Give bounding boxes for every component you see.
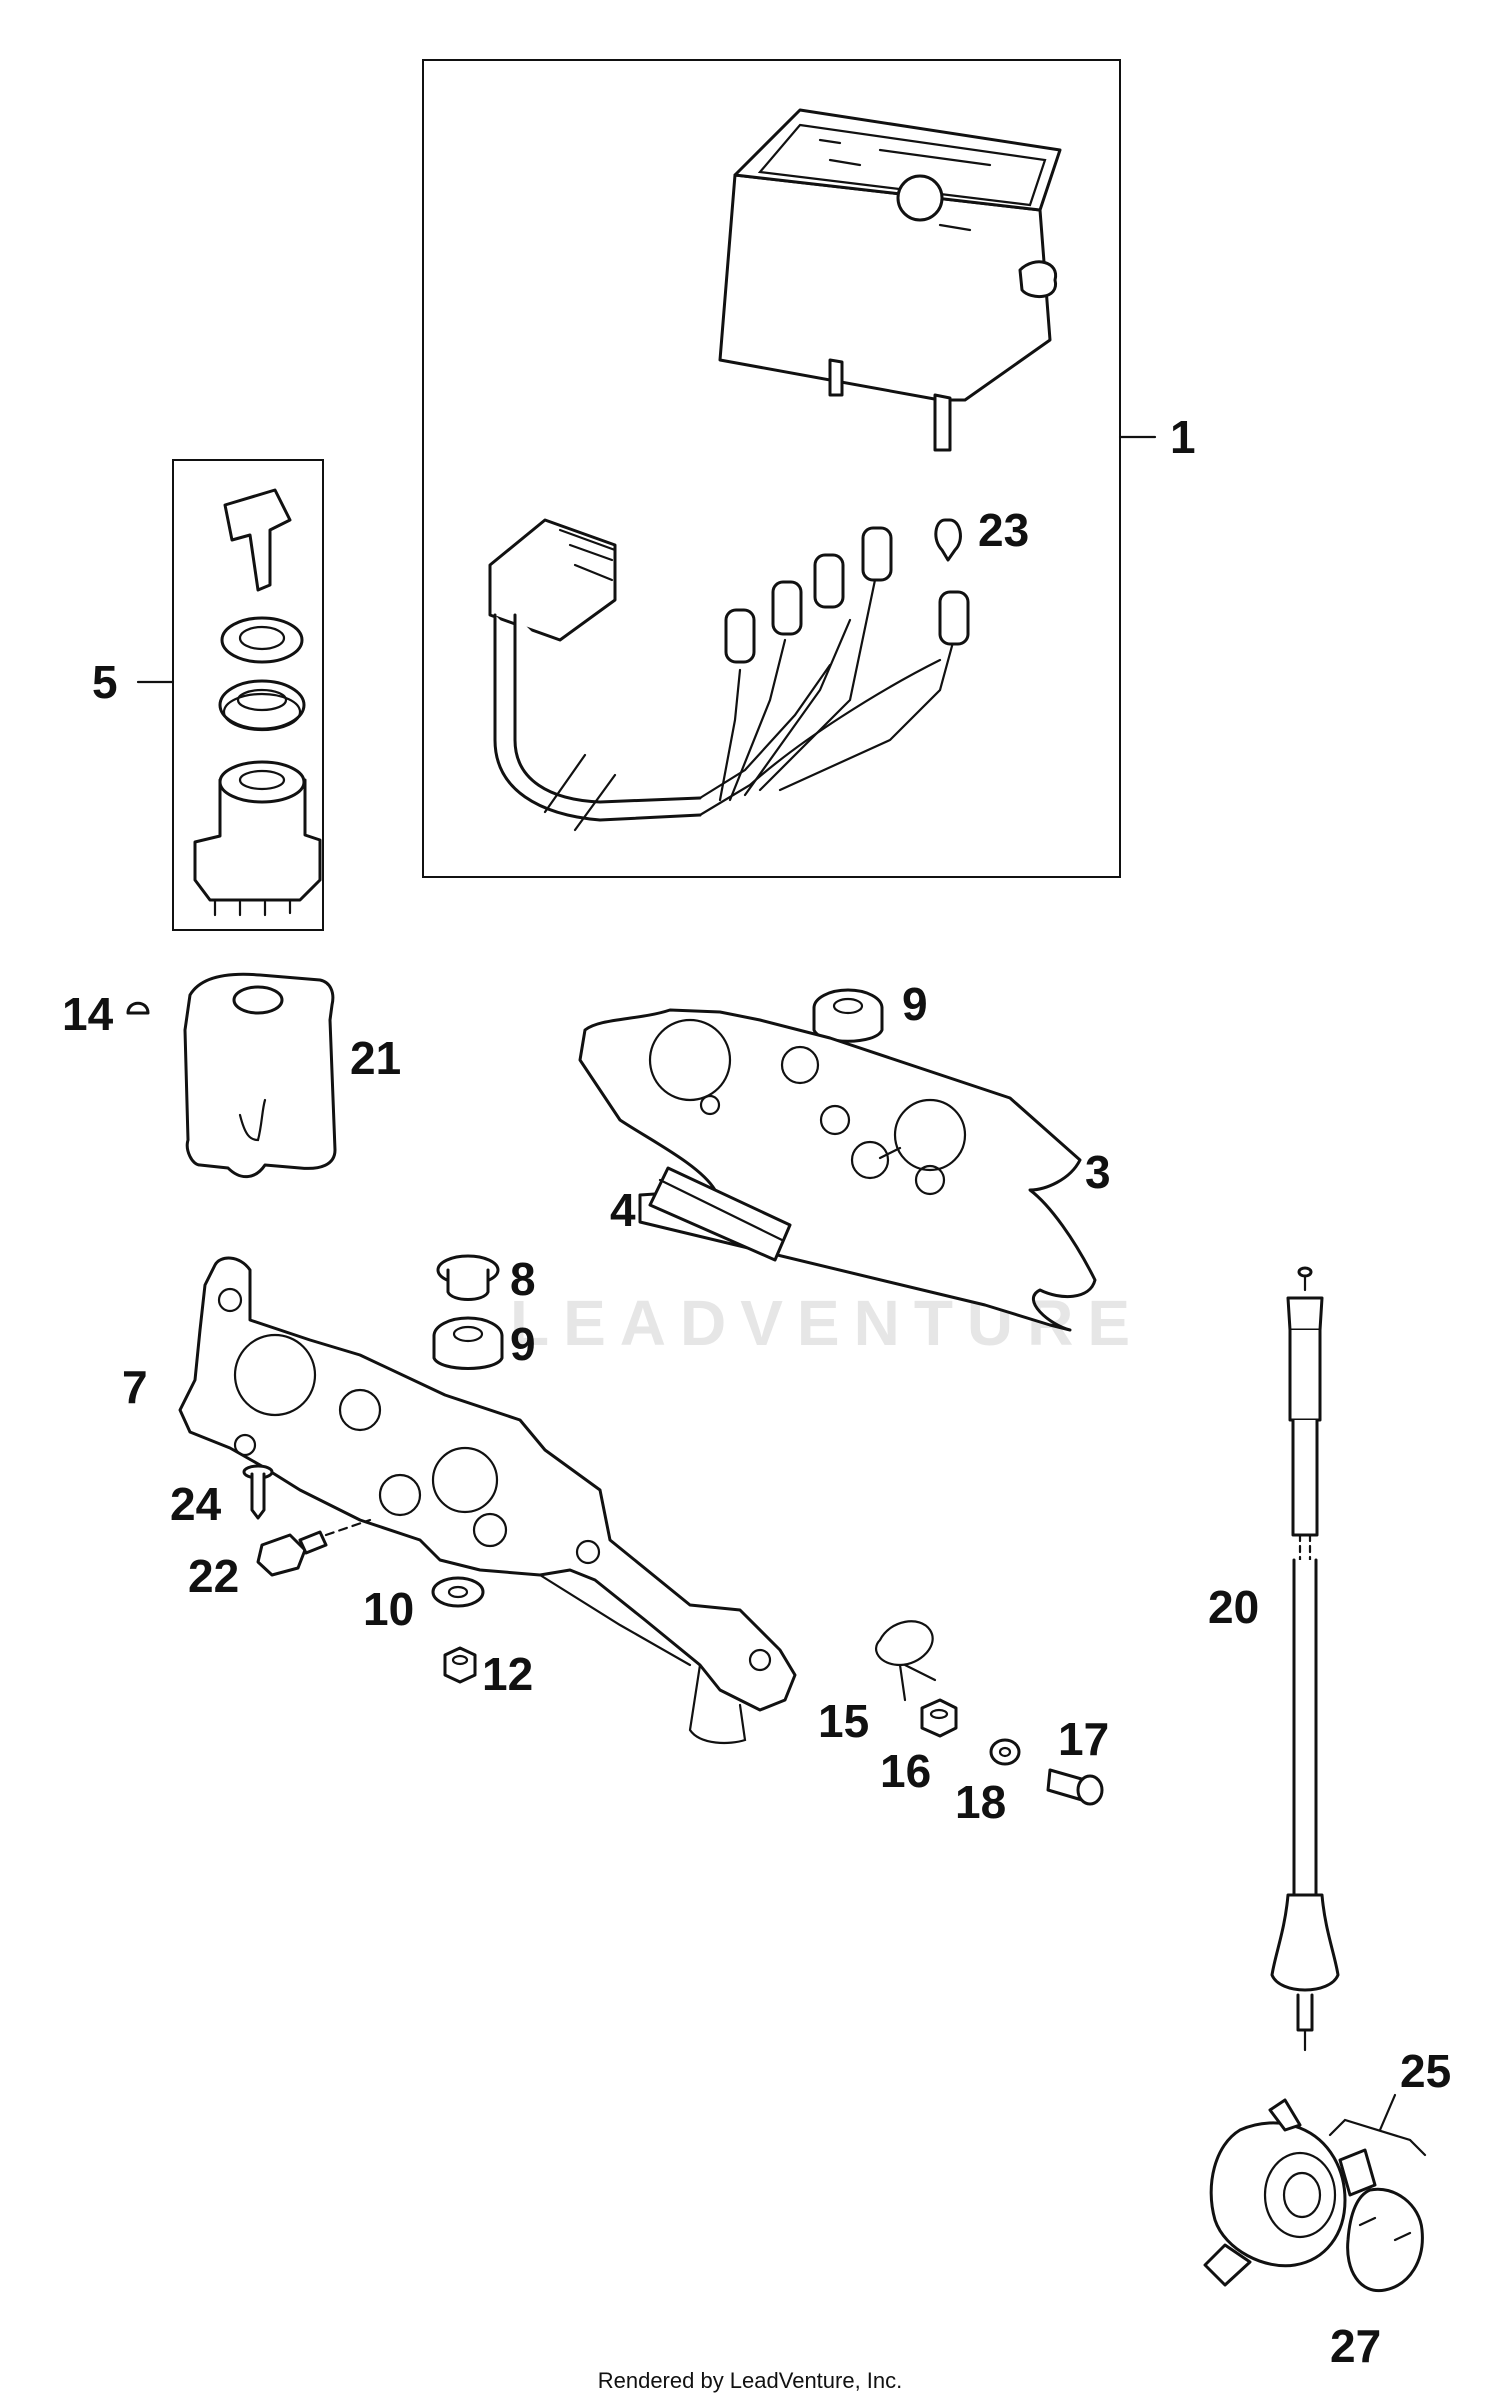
callout-12: 12 — [482, 1648, 533, 1700]
mounting-gasket[interactable] — [578, 1008, 1097, 1332]
instrument-group-box — [422, 59, 1121, 878]
ignition-switch[interactable] — [193, 760, 322, 917]
speedometer-cable[interactable] — [1270, 1266, 1340, 2052]
grommet-lower[interactable] — [432, 1316, 504, 1370]
socket-screw[interactable] — [1046, 1768, 1104, 1806]
washer-18[interactable] — [989, 1738, 1021, 1766]
bulb[interactable] — [934, 518, 962, 562]
callout-23: 23 — [978, 504, 1029, 556]
bushing[interactable] — [436, 1254, 500, 1301]
grommet-upper[interactable] — [812, 988, 884, 1043]
circlip[interactable] — [1346, 2187, 1424, 2293]
mounting-bracket[interactable] — [178, 1256, 797, 1745]
bracket-25 — [1328, 2118, 1427, 2157]
callout-24: 24 — [170, 1478, 222, 1530]
ignition-key[interactable] — [223, 488, 292, 592]
callout-14: 14 — [62, 988, 114, 1040]
ignition-group-box — [172, 459, 324, 931]
callout-3: 3 — [1085, 1146, 1111, 1198]
wiring-harness[interactable] — [488, 518, 970, 832]
callout-17: 17 — [1058, 1713, 1109, 1765]
nut-16[interactable] — [920, 1698, 958, 1738]
callout-8: 8 — [510, 1253, 536, 1305]
lock-ring[interactable] — [220, 616, 304, 664]
callout-4: 4 — [610, 1184, 636, 1236]
instrument-cluster[interactable] — [718, 108, 1062, 452]
callout-22: 22 — [188, 1550, 239, 1602]
callout-25: 25 — [1400, 2045, 1451, 2097]
callout-1: 1 — [1170, 411, 1196, 463]
leader-25 — [1378, 2093, 1397, 2132]
lock-spring-ring[interactable] — [218, 679, 306, 732]
callout-20: 20 — [1208, 1581, 1259, 1633]
callout-5: 5 — [92, 656, 118, 708]
callout-10: 10 — [363, 1583, 414, 1635]
speedometer-drive[interactable] — [1203, 2098, 1377, 2287]
callout-16: 16 — [880, 1745, 931, 1797]
flange-bolt[interactable] — [256, 1518, 372, 1577]
callout-21: 21 — [350, 1032, 401, 1084]
callout-27: 27 — [1330, 2320, 1381, 2372]
switch-cover[interactable] — [183, 972, 337, 1179]
callout-7: 7 — [122, 1361, 148, 1413]
plug-small[interactable] — [126, 1001, 150, 1015]
callout-9-lower: 9 — [510, 1318, 536, 1370]
cable-tie[interactable] — [875, 1620, 937, 1702]
footer-credit: Rendered by LeadVenture, Inc. — [597, 2368, 903, 2393]
screw[interactable] — [242, 1464, 274, 1520]
nut-12[interactable] — [443, 1646, 477, 1684]
callout-15: 15 — [818, 1695, 869, 1747]
callout-9-upper: 9 — [902, 978, 928, 1030]
callout-18: 18 — [955, 1776, 1006, 1828]
rubber-strip[interactable] — [648, 1166, 792, 1262]
washer-10[interactable] — [431, 1576, 485, 1608]
